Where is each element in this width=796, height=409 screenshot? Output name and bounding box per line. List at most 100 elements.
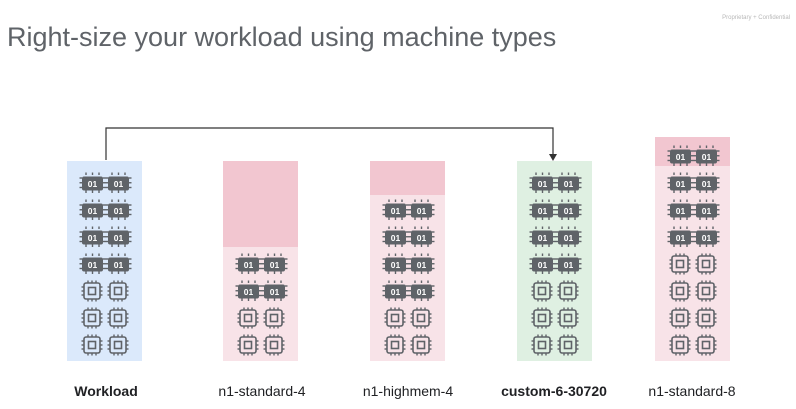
cpu-chip-icon [531, 307, 553, 329]
memory-chip-icon: 01 [235, 280, 262, 301]
svg-text:01: 01 [702, 152, 712, 162]
svg-text:01: 01 [417, 260, 427, 270]
svg-text:01: 01 [676, 206, 686, 216]
column-n1-highmem-4: 01 01 01 01 01 01 01 01 [370, 161, 445, 361]
memory-chip-icon: 01 [105, 226, 132, 247]
svg-text:01: 01 [88, 233, 98, 243]
memory-chip-icon: 01 [235, 253, 262, 274]
svg-text:01: 01 [564, 206, 574, 216]
cpu-chip-icon [531, 334, 553, 356]
connector-line [105, 127, 554, 160]
memory-chip-icon: 01 [261, 280, 288, 301]
memory-chip-icon: 01 [105, 172, 132, 193]
svg-text:01: 01 [114, 206, 124, 216]
svg-text:01: 01 [564, 260, 574, 270]
unused-capacity [223, 161, 298, 247]
cpu-chip-icon [557, 307, 579, 329]
memory-chip-icon: 01 [529, 199, 556, 220]
svg-text:01: 01 [88, 206, 98, 216]
cpu-chip-icon [107, 280, 129, 302]
cpu-chip-icon [107, 307, 129, 329]
caption-n1-standard-4: n1-standard-4 [218, 383, 306, 399]
unused-capacity [370, 161, 445, 195]
svg-text:01: 01 [538, 260, 548, 270]
memory-chip-icon: 01 [105, 199, 132, 220]
svg-text:01: 01 [417, 233, 427, 243]
svg-text:01: 01 [88, 260, 98, 270]
memory-chip-icon: 01 [261, 253, 288, 274]
memory-chip-icon: 01 [79, 172, 106, 193]
svg-text:01: 01 [244, 260, 254, 270]
machine-box: 01 01 01 01 01 01 01 01 [370, 161, 445, 361]
cpu-chip-icon [81, 280, 103, 302]
svg-text:01: 01 [702, 179, 712, 189]
svg-text:01: 01 [676, 179, 686, 189]
memory-chip-icon: 01 [555, 172, 582, 193]
cpu-chip-icon [81, 307, 103, 329]
memory-chip-icon: 01 [529, 226, 556, 247]
cpu-chip-icon [384, 307, 406, 329]
memory-chip-icon: 01 [408, 199, 435, 220]
cpu-chip-icon [531, 280, 553, 302]
cpu-chip-icon [557, 334, 579, 356]
memory-chip-icon: 01 [693, 145, 720, 166]
cpu-chip-icon [81, 334, 103, 356]
column-n1-standard-4: 01 01 01 01 [223, 161, 298, 361]
cpu-chip-icon [669, 307, 691, 329]
memory-chip-icon: 01 [693, 199, 720, 220]
memory-chip-icon: 01 [79, 199, 106, 220]
svg-text:01: 01 [538, 206, 548, 216]
svg-text:01: 01 [244, 287, 254, 297]
svg-text:01: 01 [538, 179, 548, 189]
memory-chip-icon: 01 [408, 280, 435, 301]
svg-text:01: 01 [564, 233, 574, 243]
machine-box: 01 01 01 01 01 01 01 01 [655, 137, 730, 361]
column-custom-6-30720: 01 01 01 01 01 01 01 01 [517, 161, 592, 361]
memory-chip-icon: 01 [693, 226, 720, 247]
memory-chip-icon: 01 [79, 226, 106, 247]
svg-text:01: 01 [702, 206, 712, 216]
memory-chip-icon: 01 [555, 253, 582, 274]
svg-text:01: 01 [676, 233, 686, 243]
svg-text:01: 01 [114, 260, 124, 270]
svg-text:01: 01 [391, 260, 401, 270]
caption-n1-highmem-4: n1-highmem-4 [362, 383, 454, 399]
memory-chip-icon: 01 [382, 280, 409, 301]
caption-n1-standard-8: n1-standard-8 [648, 383, 736, 399]
cpu-chip-icon [263, 307, 285, 329]
memory-chip-icon: 01 [555, 226, 582, 247]
cpu-chip-icon [669, 253, 691, 275]
svg-text:01: 01 [114, 179, 124, 189]
cpu-chip-icon [557, 280, 579, 302]
svg-text:01: 01 [417, 206, 427, 216]
cpu-chip-icon [237, 334, 259, 356]
memory-chip-icon: 01 [529, 253, 556, 274]
svg-text:01: 01 [270, 287, 280, 297]
caption-custom-6-30720: custom-6-30720 [501, 383, 607, 399]
cpu-chip-icon [695, 253, 717, 275]
column-n1-standard-8: 01 01 01 01 01 01 01 01 [655, 137, 730, 361]
memory-chip-icon: 01 [667, 172, 694, 193]
svg-text:01: 01 [564, 179, 574, 189]
svg-text:01: 01 [391, 233, 401, 243]
memory-chip-icon: 01 [667, 145, 694, 166]
cpu-chip-icon [107, 334, 129, 356]
cpu-chip-icon [669, 334, 691, 356]
machine-box: 01 01 01 01 [223, 161, 298, 361]
memory-chip-icon: 01 [382, 253, 409, 274]
svg-text:01: 01 [676, 152, 686, 162]
memory-chip-icon: 01 [693, 172, 720, 193]
cpu-chip-icon [410, 334, 432, 356]
cpu-chip-icon [695, 280, 717, 302]
connector-arrowhead [549, 154, 557, 161]
cpu-chip-icon [410, 307, 432, 329]
svg-text:01: 01 [417, 287, 427, 297]
cpu-chip-icon [695, 307, 717, 329]
svg-text:01: 01 [391, 287, 401, 297]
memory-chip-icon: 01 [382, 199, 409, 220]
cpu-chip-icon [695, 334, 717, 356]
memory-chip-icon: 01 [79, 253, 106, 274]
memory-chip-icon: 01 [382, 226, 409, 247]
svg-text:01: 01 [270, 260, 280, 270]
